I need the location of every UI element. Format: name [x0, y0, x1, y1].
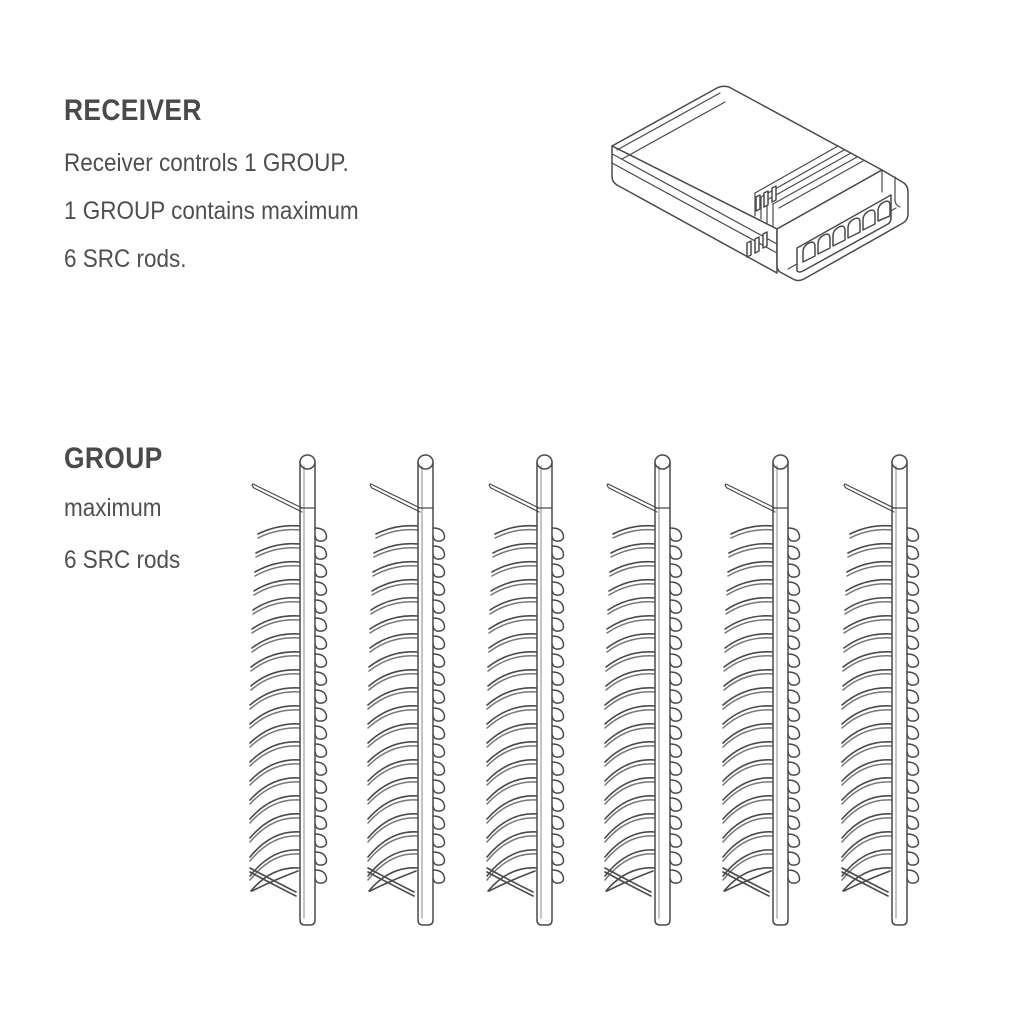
- src-rod-3: [486, 454, 565, 926]
- receiver-device-illustration: [592, 66, 940, 342]
- src-rod-4: [604, 454, 683, 926]
- src-rod-array-icon: [249, 454, 920, 926]
- receiver-device-icon: [611, 85, 909, 282]
- receiver-heading: RECEIVER: [64, 94, 202, 127]
- receiver-line-1: Receiver controls 1 GROUP.: [64, 149, 349, 177]
- group-line-1: maximum: [64, 494, 162, 522]
- group-text-block: GROUP maximum 6 SRC rods: [64, 444, 193, 573]
- vent-slots-upper: [755, 185, 777, 212]
- group-heading: GROUP: [64, 442, 163, 475]
- receiver-line-2: 1 GROUP contains maximum: [64, 197, 359, 225]
- src-rod-array-illustration: [248, 440, 948, 940]
- src-rod-6: [841, 454, 920, 926]
- src-rod-5: [722, 454, 801, 926]
- terminal-slots: [802, 200, 891, 263]
- src-rod-2: [367, 454, 446, 926]
- src-rod-1: [249, 454, 328, 926]
- group-line-2: 6 SRC rods: [64, 546, 181, 574]
- vent-slots-lower: [746, 231, 768, 258]
- receiver-text-block: RECEIVER Receiver controls 1 GROUP. 1 GR…: [64, 96, 391, 272]
- receiver-line-3: 6 SRC rods.: [64, 245, 187, 273]
